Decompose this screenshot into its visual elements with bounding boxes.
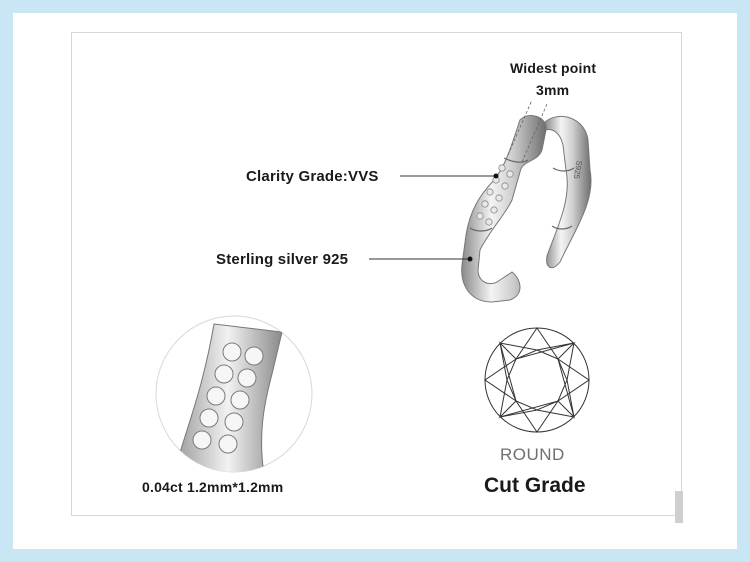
cut-grade-title: Cut Grade [484, 474, 586, 497]
widest-point-title: Widest point [510, 60, 597, 76]
stone-closeup [155, 315, 313, 473]
carat-size-label: 0.04ct 1.2mm*1.2mm [142, 479, 284, 495]
ring-engraving: S925 [572, 160, 584, 181]
ring-front-band [461, 115, 547, 303]
content-frame [71, 32, 682, 516]
product-card [13, 13, 737, 549]
clarity-grade-label: Clarity Grade:VVS [246, 168, 379, 185]
widest-point-value: 3mm [536, 82, 570, 98]
material-label: Sterling silver 925 [216, 251, 349, 268]
round-cut-diagram [484, 327, 590, 433]
scrollbar-thumb[interactable] [675, 491, 683, 523]
widest-guide-left [507, 99, 533, 156]
pave-stones [476, 164, 514, 226]
clarity-callout-dot [493, 173, 499, 179]
widest-guide-right [521, 103, 548, 163]
cut-shape-label: ROUND [500, 445, 565, 464]
silver-callout-dot [467, 256, 473, 262]
ring-back-band [544, 115, 592, 269]
bamboo-joints [469, 157, 575, 232]
